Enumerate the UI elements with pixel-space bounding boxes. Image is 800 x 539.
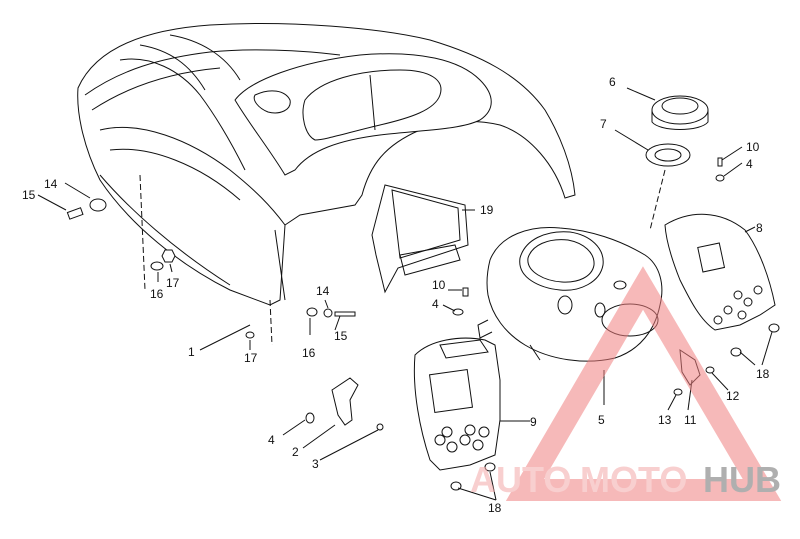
callout-19: 19 bbox=[480, 203, 494, 217]
callout-labels: 1 2 3 4 4 4 5 6 7 8 9 10 10 11 12 13 14 … bbox=[22, 75, 770, 515]
callout-6: 6 bbox=[609, 75, 616, 89]
watermark-moto: MOTO bbox=[580, 459, 687, 500]
callout-14-right: 14 bbox=[316, 284, 330, 298]
callout-17-left: 17 bbox=[166, 276, 180, 290]
callout-10-right: 10 bbox=[746, 140, 760, 154]
watermark-auto: AUTO bbox=[470, 459, 571, 500]
watermark-hub: HUB bbox=[703, 459, 781, 500]
storage-box-liner bbox=[371, 184, 469, 294]
leader-lines bbox=[37, 87, 773, 501]
callout-15-right: 15 bbox=[334, 329, 348, 343]
callout-11: 11 bbox=[684, 413, 697, 427]
right-side-cover bbox=[664, 213, 776, 331]
callout-13: 13 bbox=[658, 413, 672, 427]
callout-4-left: 4 bbox=[268, 433, 275, 447]
body-fairing bbox=[77, 22, 576, 346]
callout-5: 5 bbox=[598, 413, 605, 427]
callout-16-left: 16 bbox=[150, 287, 164, 301]
callout-18-bottom: 18 bbox=[488, 501, 502, 515]
callout-15-left: 15 bbox=[22, 188, 36, 202]
callout-14-left: 14 bbox=[44, 177, 58, 191]
callout-16-right: 16 bbox=[302, 346, 316, 360]
cap-ring-and-gasket bbox=[645, 95, 709, 231]
callout-4-center: 4 bbox=[432, 297, 439, 311]
callout-18-right: 18 bbox=[756, 367, 770, 381]
callout-8: 8 bbox=[756, 221, 763, 235]
left-side-cover bbox=[413, 337, 501, 471]
callout-12: 12 bbox=[726, 389, 740, 403]
callout-17-right: 17 bbox=[244, 351, 258, 365]
callout-10-center: 10 bbox=[432, 278, 446, 292]
callout-4-right: 4 bbox=[746, 157, 753, 171]
callout-3: 3 bbox=[312, 457, 319, 471]
callout-1: 1 bbox=[188, 345, 195, 359]
callout-2: 2 bbox=[292, 445, 299, 459]
callout-9: 9 bbox=[530, 415, 537, 429]
watermark-logo: AUTO MOTO HUB bbox=[470, 266, 782, 501]
callout-7: 7 bbox=[600, 117, 607, 131]
